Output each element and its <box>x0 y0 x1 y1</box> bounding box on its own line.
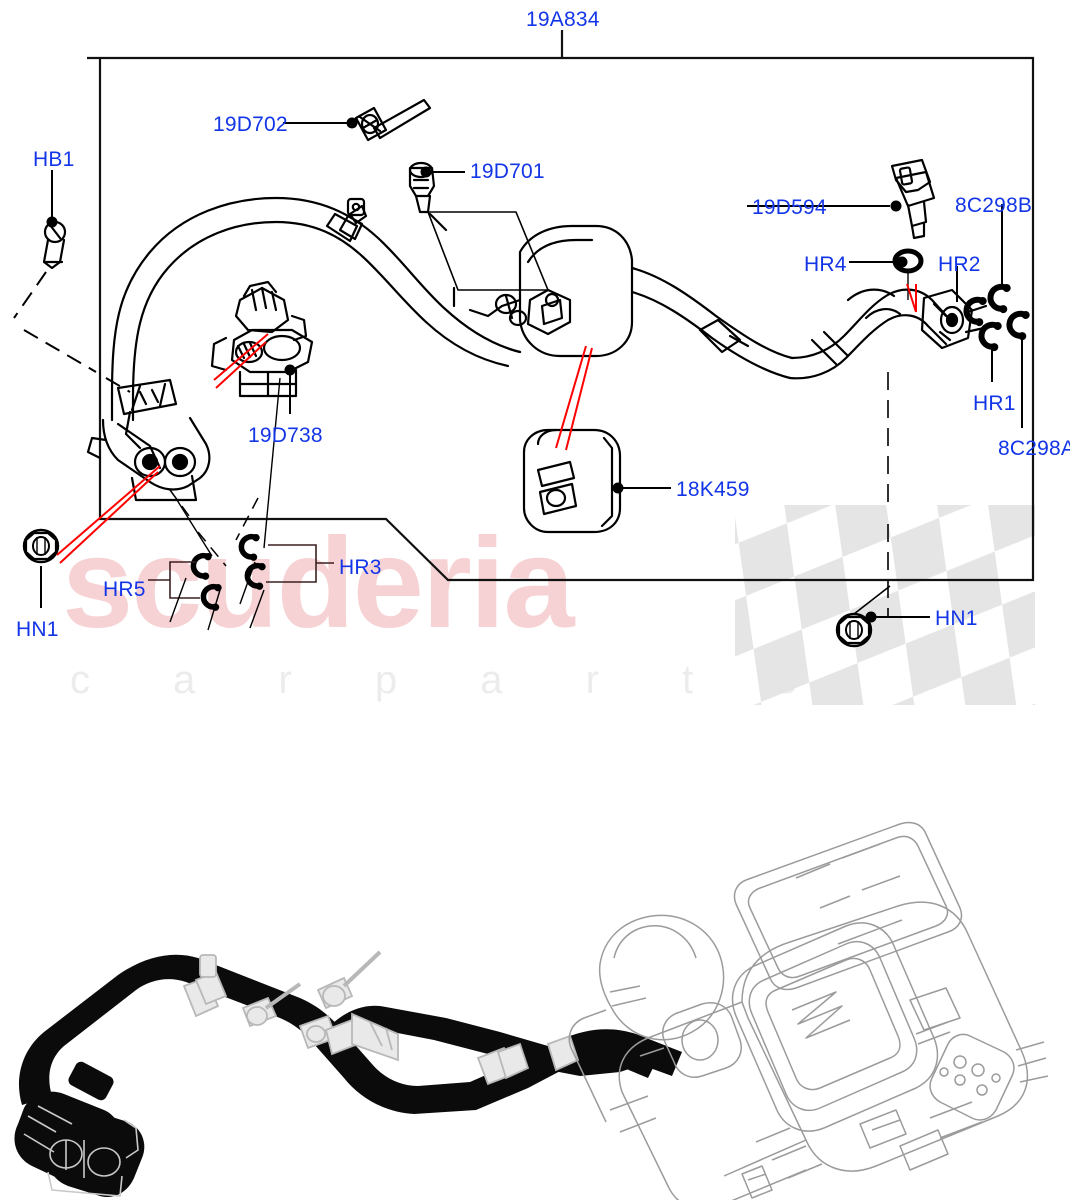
leader-lines <box>13 117 1023 631</box>
nut-HN1-left <box>22 528 60 564</box>
valve-block-central <box>442 224 634 358</box>
callout-HB1: HB1 <box>33 148 75 171</box>
watermark-brand: scuderia <box>62 512 574 655</box>
red-pointer-lines <box>56 283 917 564</box>
bolt-HB1 <box>42 220 67 270</box>
connector-19D738 <box>210 280 314 398</box>
callout-19D702: 19D702 <box>213 113 288 136</box>
callout-HR2: HR2 <box>938 253 981 276</box>
hvac-heater-unit <box>568 821 1049 1200</box>
callout-HN1-right: HN1 <box>935 607 978 630</box>
watermark-tagline: c a r p a r t s <box>70 658 833 702</box>
callout-HN1-left: HN1 <box>16 618 59 641</box>
checkered-flag-watermark <box>735 505 1035 705</box>
clip-8C298B <box>986 280 1015 314</box>
lower-installed-view <box>14 821 1049 1200</box>
grommet-19D701 <box>408 161 436 214</box>
bolt-19D702 <box>354 98 432 142</box>
isolator-18K459 <box>522 428 622 534</box>
callout-8C298B: 8C298B <box>955 194 1033 217</box>
callout-19D701: 19D701 <box>470 160 545 183</box>
callout-19D594: 19D594 <box>752 196 827 219</box>
sensor-19D594 <box>890 158 936 240</box>
connector-block-right <box>920 288 988 350</box>
callout-18K459: 18K459 <box>676 478 750 501</box>
hose-clamps-lower <box>182 950 580 1086</box>
callout-HR5: HR5 <box>103 578 146 601</box>
callout-HR1: HR1 <box>973 392 1016 415</box>
clip-8C298A <box>1005 307 1034 341</box>
heater-hose-assembly <box>42 98 988 534</box>
clip-cluster-hr5-hr3 <box>148 531 334 612</box>
connector-detail-outline <box>23 1105 139 1197</box>
callout-HR4: HR4 <box>804 253 847 276</box>
callout-19A834: 19A834 <box>526 8 600 31</box>
callout-HR3: HR3 <box>339 556 382 579</box>
callout-19D738: 19D738 <box>248 424 323 447</box>
callout-8C298A: 8C298A <box>998 437 1070 460</box>
